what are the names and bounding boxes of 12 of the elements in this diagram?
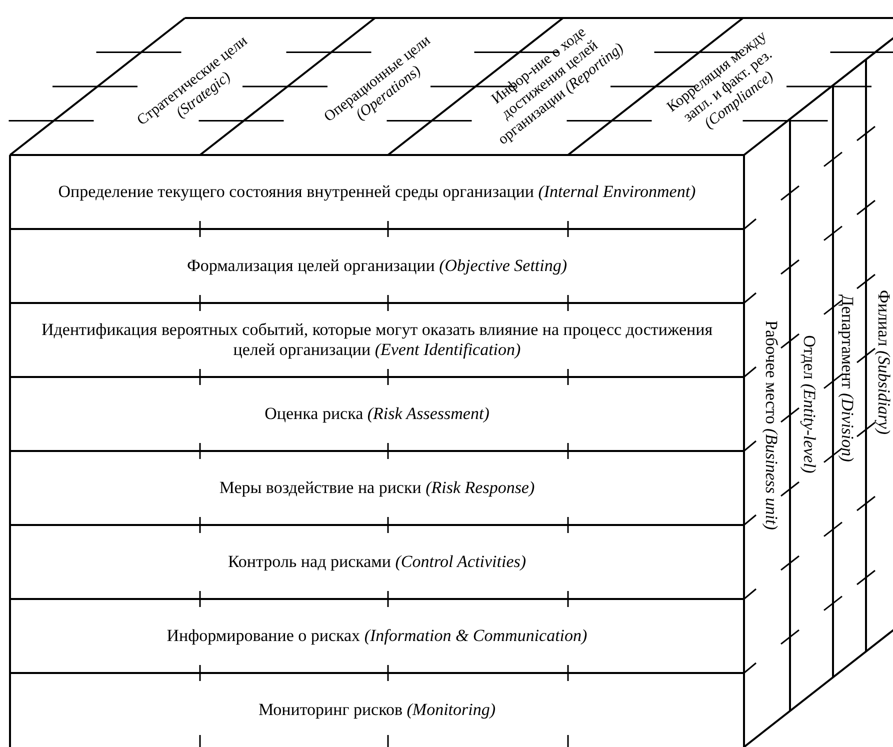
component-label: Определение текущего состояния внутренней среды организации (Internal Environment) xyxy=(22,182,732,202)
component-label: Меры воздействие на риски (Risk Response) xyxy=(22,478,732,498)
component-label: Контроль над рисками (Control Activities) xyxy=(22,552,732,572)
unit-label: Отдел (Entity-level) xyxy=(798,335,820,474)
component-label: Формализация целей организации (Objective Setting) xyxy=(22,256,732,276)
unit-label: Рабочее место (Business unit) xyxy=(760,320,780,530)
unit-label: Филиал (Subsidiary) xyxy=(872,290,893,434)
unit-label: Департамент (Division) xyxy=(836,294,856,462)
component-label: Мониторинг рисков (Monitoring) xyxy=(22,700,732,720)
component-label: Идентификация вероятных событий, которые могут оказать влияние на процесс достижения целей организации (Event Identification) xyxy=(22,320,732,360)
component-label: Оценка риска (Risk Assessment) xyxy=(22,404,732,424)
component-label: Информирование о рисках (Information & Communication) xyxy=(22,626,732,646)
